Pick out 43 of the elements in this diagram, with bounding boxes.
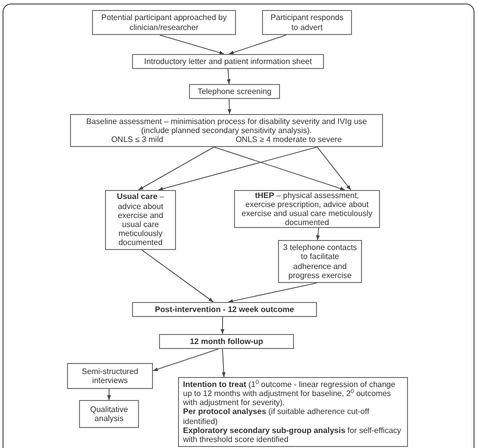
box-text: Qualitative analysis: [89, 404, 129, 424]
process-box: [70, 114, 383, 147]
box-text: Potential participant approached by clinician/researcher: [100, 13, 228, 32]
arrow: [158, 146, 318, 191]
arrow: [220, 316, 224, 334]
arrow: [107, 388, 111, 400]
process-box: [67, 363, 153, 389]
arrow: [226, 68, 231, 84]
box-text: Per protocol analyses (if suitable adherence cut-off identified): [183, 407, 370, 426]
arrow: [316, 228, 320, 240]
process-box: [92, 10, 236, 35]
box-text: Participant responds to advert: [270, 13, 344, 32]
arrow: [228, 282, 318, 303]
arrow: [214, 146, 346, 190]
box-text: tHEP – physical assessment, exercise prescription, advice about exercise and usual care meticulously documented: [240, 190, 374, 228]
arrow: [316, 146, 352, 190]
process-box: [132, 54, 324, 69]
box-text: 3 telephone contacts to facilitate adherence and progress exercise: [283, 243, 357, 280]
box-text: Telephone screening: [198, 86, 272, 96]
arrow: [138, 146, 214, 190]
process-box: [79, 400, 139, 428]
arrow: [222, 348, 226, 378]
arrow: [159, 34, 225, 54]
box-text: Introductory letter and patient information sheet: [144, 56, 312, 66]
arrow: [228, 34, 287, 54]
box-text: Intention to treat (1$^{0}$ outcome - linear regression of change up to 12 months with adjustment for baseline, 2$^{0}$ outcomes with adjustment for severity).: [183, 380, 396, 408]
arrow: [142, 250, 214, 302]
arrow: [152, 348, 219, 372]
process-box: [189, 84, 280, 99]
box-text: ONLS ≤ 3 mild: [111, 135, 164, 144]
process-box: [178, 377, 408, 447]
arrow: [228, 98, 232, 114]
process-box: [132, 302, 317, 317]
process-box: [159, 334, 294, 349]
box-text: Baseline assessment – minimisation process for disability severity and IVIg use (include planned secondary sensitivity analysis).: [85, 116, 368, 136]
box-text: Semi-structured interviews: [80, 366, 140, 386]
box-text: ONLS ≥ 4 moderate to severe: [236, 135, 342, 144]
box-text: Usual care – advice about exercise and usual care meticulously documented: [116, 192, 166, 248]
box-text: 12 month follow-up: [190, 336, 264, 346]
box-text: Exploratory secondary sub-group analysis for self-efficacy with threshold score identified: [183, 426, 402, 444]
process-box: [105, 190, 176, 250]
process-box: [262, 10, 352, 35]
box-text: Post-intervention - 12 week outcome: [154, 304, 294, 314]
